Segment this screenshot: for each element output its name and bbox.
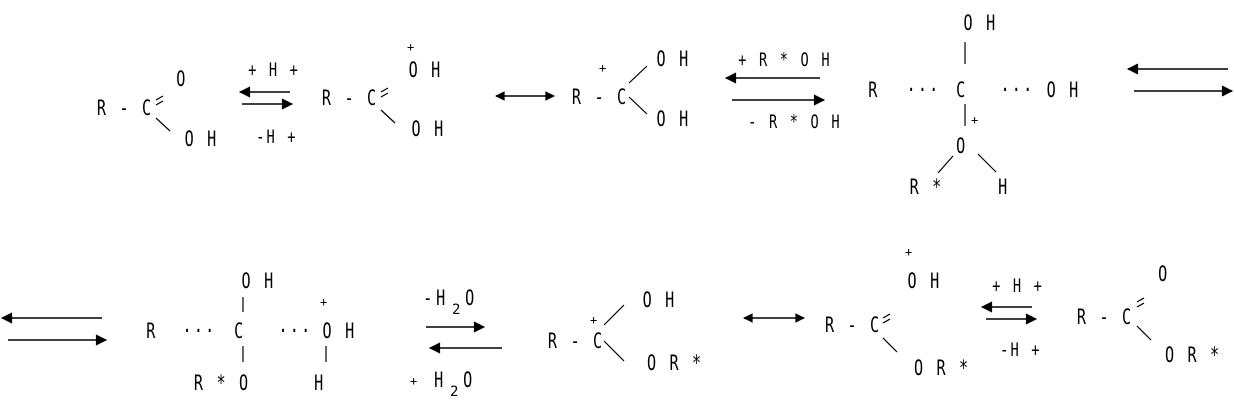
tetrahedral-intermediate-water-leaving: O H R ··· C ··· + O H R * O H bbox=[146, 270, 357, 396]
hydroxyl-label: O H bbox=[412, 118, 446, 142]
reagent-plus-h-plus: + H + bbox=[992, 275, 1044, 297]
oxonium-oh-label: O H bbox=[908, 270, 942, 294]
ester-product-structure: R - C O O R * bbox=[1077, 263, 1221, 368]
dots: ··· bbox=[183, 320, 217, 344]
single-bond-line bbox=[937, 155, 954, 174]
ether-or-star-label: O R * bbox=[647, 352, 703, 376]
single-bond-line bbox=[882, 337, 898, 353]
top-hydroxyl-label: O H bbox=[242, 270, 276, 294]
r-star-label: R * bbox=[910, 176, 944, 200]
double-bond-line bbox=[380, 87, 389, 93]
r-c-label: R - C bbox=[825, 314, 881, 338]
proton-transfer-equilibrium-start bbox=[1126, 63, 1234, 97]
positive-charge: + bbox=[971, 113, 978, 127]
positive-charge: + bbox=[320, 295, 327, 309]
central-carbon-label: C bbox=[234, 320, 245, 344]
water-subscript: 2 bbox=[450, 384, 458, 400]
reagent-minus-rstaroh: - R * O H bbox=[748, 111, 842, 133]
ether-or-star-label: O R * bbox=[1165, 344, 1221, 368]
reagent-plus-h-plus: + H + bbox=[248, 59, 300, 81]
ester-carbocation-structure: R - C + O H O R * bbox=[548, 289, 703, 376]
hydroxyl-label: O H bbox=[657, 108, 691, 132]
r-c-label: R - C bbox=[322, 87, 378, 111]
single-bond-line bbox=[1136, 325, 1152, 341]
hydroxyl-label: O H bbox=[1047, 79, 1081, 103]
single-bond-line bbox=[977, 153, 997, 173]
tetrahedral-intermediate-oxonium: O H R ··· C ··· O H + O R * H bbox=[868, 12, 1081, 200]
reagent-plus-rstaroh: + R * O H bbox=[738, 49, 832, 71]
hydroxyl-label: O H bbox=[643, 289, 677, 313]
dehydration-equilibrium: - H 2 O + H 2 O bbox=[410, 287, 502, 400]
double-bond-line bbox=[882, 318, 891, 324]
single-bond-line bbox=[380, 109, 396, 124]
reagent-minus-h2o-sign: - bbox=[423, 287, 434, 311]
hydroxyl-label: O H bbox=[657, 48, 691, 72]
carboxylic-acid-structure: R - C O O H bbox=[97, 68, 219, 152]
oxonium-oh-label: O H bbox=[323, 320, 357, 344]
proton-transfer-equilibrium-end bbox=[0, 312, 108, 346]
water-o-label: O bbox=[463, 369, 474, 393]
positive-charge: + bbox=[407, 40, 414, 54]
reagent-minus-h-plus: -H + bbox=[256, 126, 298, 148]
dots: ··· bbox=[1001, 79, 1035, 103]
carbonyl-oxygen-label: O bbox=[1158, 263, 1169, 287]
protonation-equilibrium: + H + -H + bbox=[238, 59, 300, 148]
hydrogen-label: H bbox=[998, 176, 1009, 200]
r-label: R bbox=[868, 79, 879, 103]
r-star-o-label: R * O bbox=[194, 372, 250, 396]
dots: ··· bbox=[279, 320, 313, 344]
carbonyl-oxygen-label: O bbox=[176, 68, 187, 92]
carbocation-structure: R - C + O H O H bbox=[572, 48, 691, 132]
water-h-label: H bbox=[434, 369, 445, 393]
double-bond-line bbox=[1136, 297, 1145, 303]
oxonium-oxygen-label: O bbox=[956, 135, 967, 159]
deprotonation-equilibrium: + H + -H + bbox=[980, 275, 1044, 361]
ether-or-star-label: O R * bbox=[914, 357, 970, 381]
r-c-label: R - C bbox=[97, 97, 153, 121]
protonated-ester-structure: R - C + O H O R * bbox=[825, 245, 970, 381]
single-bond-line bbox=[603, 304, 625, 326]
single-bond-line bbox=[628, 65, 648, 84]
r-c-label: R - C bbox=[1077, 306, 1133, 330]
r-c-label: R - C bbox=[548, 330, 604, 354]
double-bond-line bbox=[882, 313, 891, 319]
hydrogen-label: H bbox=[314, 372, 325, 396]
reagent-minus-h-plus: -H + bbox=[1000, 339, 1042, 361]
oxonium-oh-label: O H bbox=[409, 59, 443, 83]
protonated-acid-structure: R - C + O H O H bbox=[322, 40, 446, 142]
water-subscript: 2 bbox=[452, 302, 460, 318]
double-bond-line bbox=[155, 95, 164, 101]
single-bond-line bbox=[628, 96, 648, 115]
double-bond-line bbox=[380, 92, 389, 98]
single-bond-line bbox=[603, 340, 625, 362]
dots: ··· bbox=[907, 79, 941, 103]
alcohol-addition-equilibrium: + R * O H - R * O H bbox=[724, 49, 842, 133]
central-carbon-label: C bbox=[956, 79, 967, 103]
water-h-label: H bbox=[436, 287, 447, 311]
water-o-label: O bbox=[465, 287, 476, 311]
positive-charge: + bbox=[905, 245, 912, 259]
double-bond-line bbox=[1136, 302, 1145, 308]
double-bond-line bbox=[155, 100, 164, 106]
r-c-label: R - C bbox=[572, 86, 628, 110]
positive-charge: + bbox=[590, 313, 597, 327]
positive-charge: + bbox=[599, 61, 606, 75]
r-label: R bbox=[146, 320, 157, 344]
single-bond-line bbox=[155, 117, 171, 132]
hydroxyl-label: O H bbox=[185, 128, 219, 152]
top-hydroxyl-label: O H bbox=[964, 12, 998, 36]
reagent-plus-h2o-sign: + bbox=[410, 374, 417, 388]
